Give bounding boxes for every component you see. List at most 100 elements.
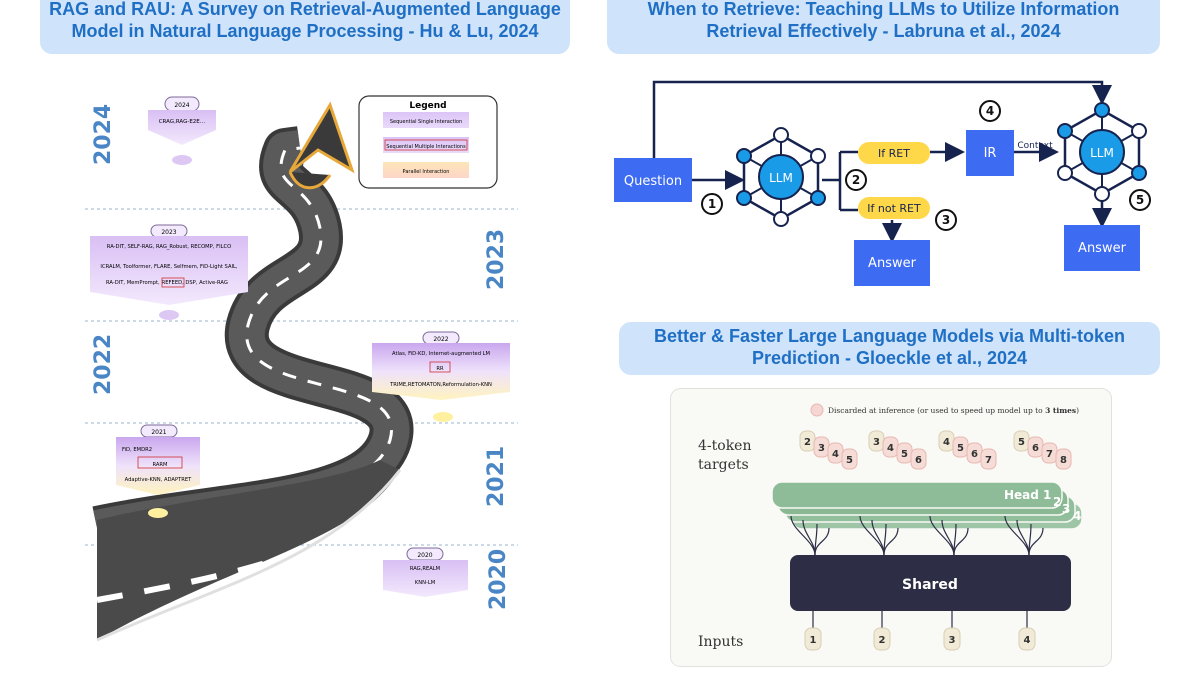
svg-text:7: 7 [1046, 449, 1053, 460]
multitoken-title-line2: Prediction - Gloeckle et al., 2024 [751, 348, 1028, 368]
target-token: 6 [910, 448, 927, 470]
output-heads: Head 1 2 3 4 [771, 481, 1083, 530]
target-token: 5 [896, 442, 913, 464]
year-label-2024: 2024 [91, 104, 116, 165]
multitoken-legend: Discarded at inference (or used to speed… [828, 406, 1079, 415]
svg-text:2: 2 [804, 437, 811, 448]
svg-text:4: 4 [943, 437, 950, 448]
target-token: 3 [813, 436, 830, 458]
retrieve-title-banner: When to Retrieve: Teaching LLMs to Utili… [607, 0, 1160, 54]
step-num-5: 5 [1136, 193, 1144, 207]
card-2020-line2: KNN-LM [415, 580, 435, 586]
target-token: 4 [938, 430, 955, 452]
head-connector-line [953, 527, 969, 556]
head-1-label: Head 1 [1004, 488, 1051, 502]
legend-item-multiple: Sequential Multiple Interactions [386, 144, 466, 150]
targets-label-line2: targets [698, 457, 749, 473]
step-num-2: 2 [852, 173, 860, 187]
year-label-2023: 2023 [484, 229, 509, 290]
inputs-label: Inputs [698, 634, 743, 650]
input-token: 2 [873, 611, 891, 651]
svg-text:7: 7 [985, 455, 992, 466]
step-num-4: 4 [986, 104, 994, 118]
if-ret-pill [858, 142, 930, 164]
svg-text:8: 8 [1060, 455, 1067, 466]
target-token: 4 [827, 442, 844, 464]
target-token: 3 [868, 430, 885, 452]
if-ret-label: If RET [878, 147, 910, 160]
head-connector-line [814, 527, 830, 556]
head-2-label: 2 [1053, 495, 1061, 509]
targets-label-line1: 4-token [698, 438, 751, 454]
target-token: 8 [1055, 448, 1072, 470]
card-2024: 2024 CRAG,RAG-E2E… [148, 96, 216, 165]
card-2021-line2: RARM [152, 462, 167, 468]
answer-box-2 [1064, 225, 1140, 271]
multitoken-title-banner: Better & Faster Large Language Models vi… [619, 322, 1160, 375]
svg-text:3: 3 [949, 635, 956, 646]
card-2023-line2: ICRALM, Toolformer, FLARE, Selfmem, FiD-… [100, 264, 237, 270]
card-2022-line2: RR [436, 366, 444, 372]
card-2020: 2020 RAG,REALM KNN-LM [383, 547, 468, 597]
step-circle-5 [1129, 189, 1151, 211]
multitoken-title-line1: Better & Faster Large Language Models vi… [653, 326, 1126, 346]
retrieve-title-line2: Retrieval Effectively - Labruna et al., … [706, 21, 1061, 41]
card-2021-year: 2021 [151, 429, 166, 436]
ir-box [966, 130, 1014, 176]
svg-text:4: 4 [1024, 635, 1031, 646]
retrieve-flow-diagram: Question LLM If RET If not RET IR Contex… [614, 80, 1151, 286]
step-num-1: 1 [708, 197, 716, 211]
llm-label-1: LLM [769, 171, 793, 185]
shared-block [790, 555, 1071, 611]
svg-text:5: 5 [901, 449, 908, 460]
head-3-label: 3 [1062, 502, 1070, 516]
target-token: 5 [1013, 430, 1030, 452]
card-2024-line: CRAG,RAG-E2E… [159, 119, 206, 125]
answer-label-2: Answer [1078, 241, 1127, 256]
step-circle-3 [935, 209, 957, 231]
svg-text:4: 4 [887, 443, 894, 454]
llm-node-2: LLM [1057, 102, 1147, 202]
survey-title-line2: Model in Natural Language Processing - H… [71, 21, 539, 41]
svg-text:6: 6 [971, 449, 978, 460]
card-2022-year: 2022 [433, 336, 448, 343]
card-2024-year: 2024 [174, 102, 189, 109]
card-2022-line1: Atlas, FiD-KD, Internet-augmented LM [392, 351, 490, 357]
card-2023: 2023 RA-DIT, SELF-RAG, RAG_Robust, RECOM… [90, 224, 248, 320]
legend-item-single: Sequential Single Interaction [390, 119, 462, 125]
svg-text:5: 5 [1018, 437, 1025, 448]
card-2022: 2022 Atlas, FiD-KD, Internet-augmented L… [372, 331, 510, 422]
target-token: 2 [799, 430, 816, 452]
head-connector-line [1028, 527, 1044, 556]
svg-text:3: 3 [873, 437, 880, 448]
year-label-2020: 2020 [486, 549, 511, 610]
step-num-3: 3 [942, 213, 950, 227]
target-token: 6 [966, 442, 983, 464]
ir-label: IR [984, 146, 997, 161]
target-token: 6 [1027, 436, 1044, 458]
card-2021: 2021 FiD, EMDR2 RARM Adaptive-KNN, ADAPT… [116, 424, 200, 518]
road-illustration [92, 101, 414, 642]
if-not-ret-label: If not RET [867, 202, 921, 215]
card-2023-year: 2023 [161, 229, 176, 236]
card-2021-line3: Adaptive-KNN, ADAPTRET [125, 477, 192, 483]
input-token: 4 [1018, 611, 1036, 651]
llm-node-1: LLM [736, 127, 826, 227]
survey-title-line1: RAG and RAU: A Survey on Retrieval-Augme… [49, 0, 561, 19]
svg-text:4: 4 [832, 449, 839, 460]
target-token: 5 [841, 448, 858, 470]
head-connector-line [883, 527, 899, 556]
year-label-2022: 2022 [91, 334, 116, 395]
retrieve-title-line1: When to Retrieve: Teaching LLMs to Utili… [647, 0, 1120, 19]
svg-text:5: 5 [957, 443, 964, 454]
card-2021-line1: FiD, EMDR2 [122, 447, 152, 453]
survey-timeline-diagram: 2024 2023 2022 2021 2020 Legend Sequenti… [85, 95, 518, 642]
step-circle-1 [701, 193, 723, 215]
year-label-2021: 2021 [484, 446, 509, 507]
step-circle-2 [845, 169, 867, 191]
shared-label: Shared [902, 577, 958, 593]
question-label: Question [624, 174, 682, 189]
head-4-label: 4 [1073, 509, 1081, 523]
head-connectors [790, 515, 1044, 556]
